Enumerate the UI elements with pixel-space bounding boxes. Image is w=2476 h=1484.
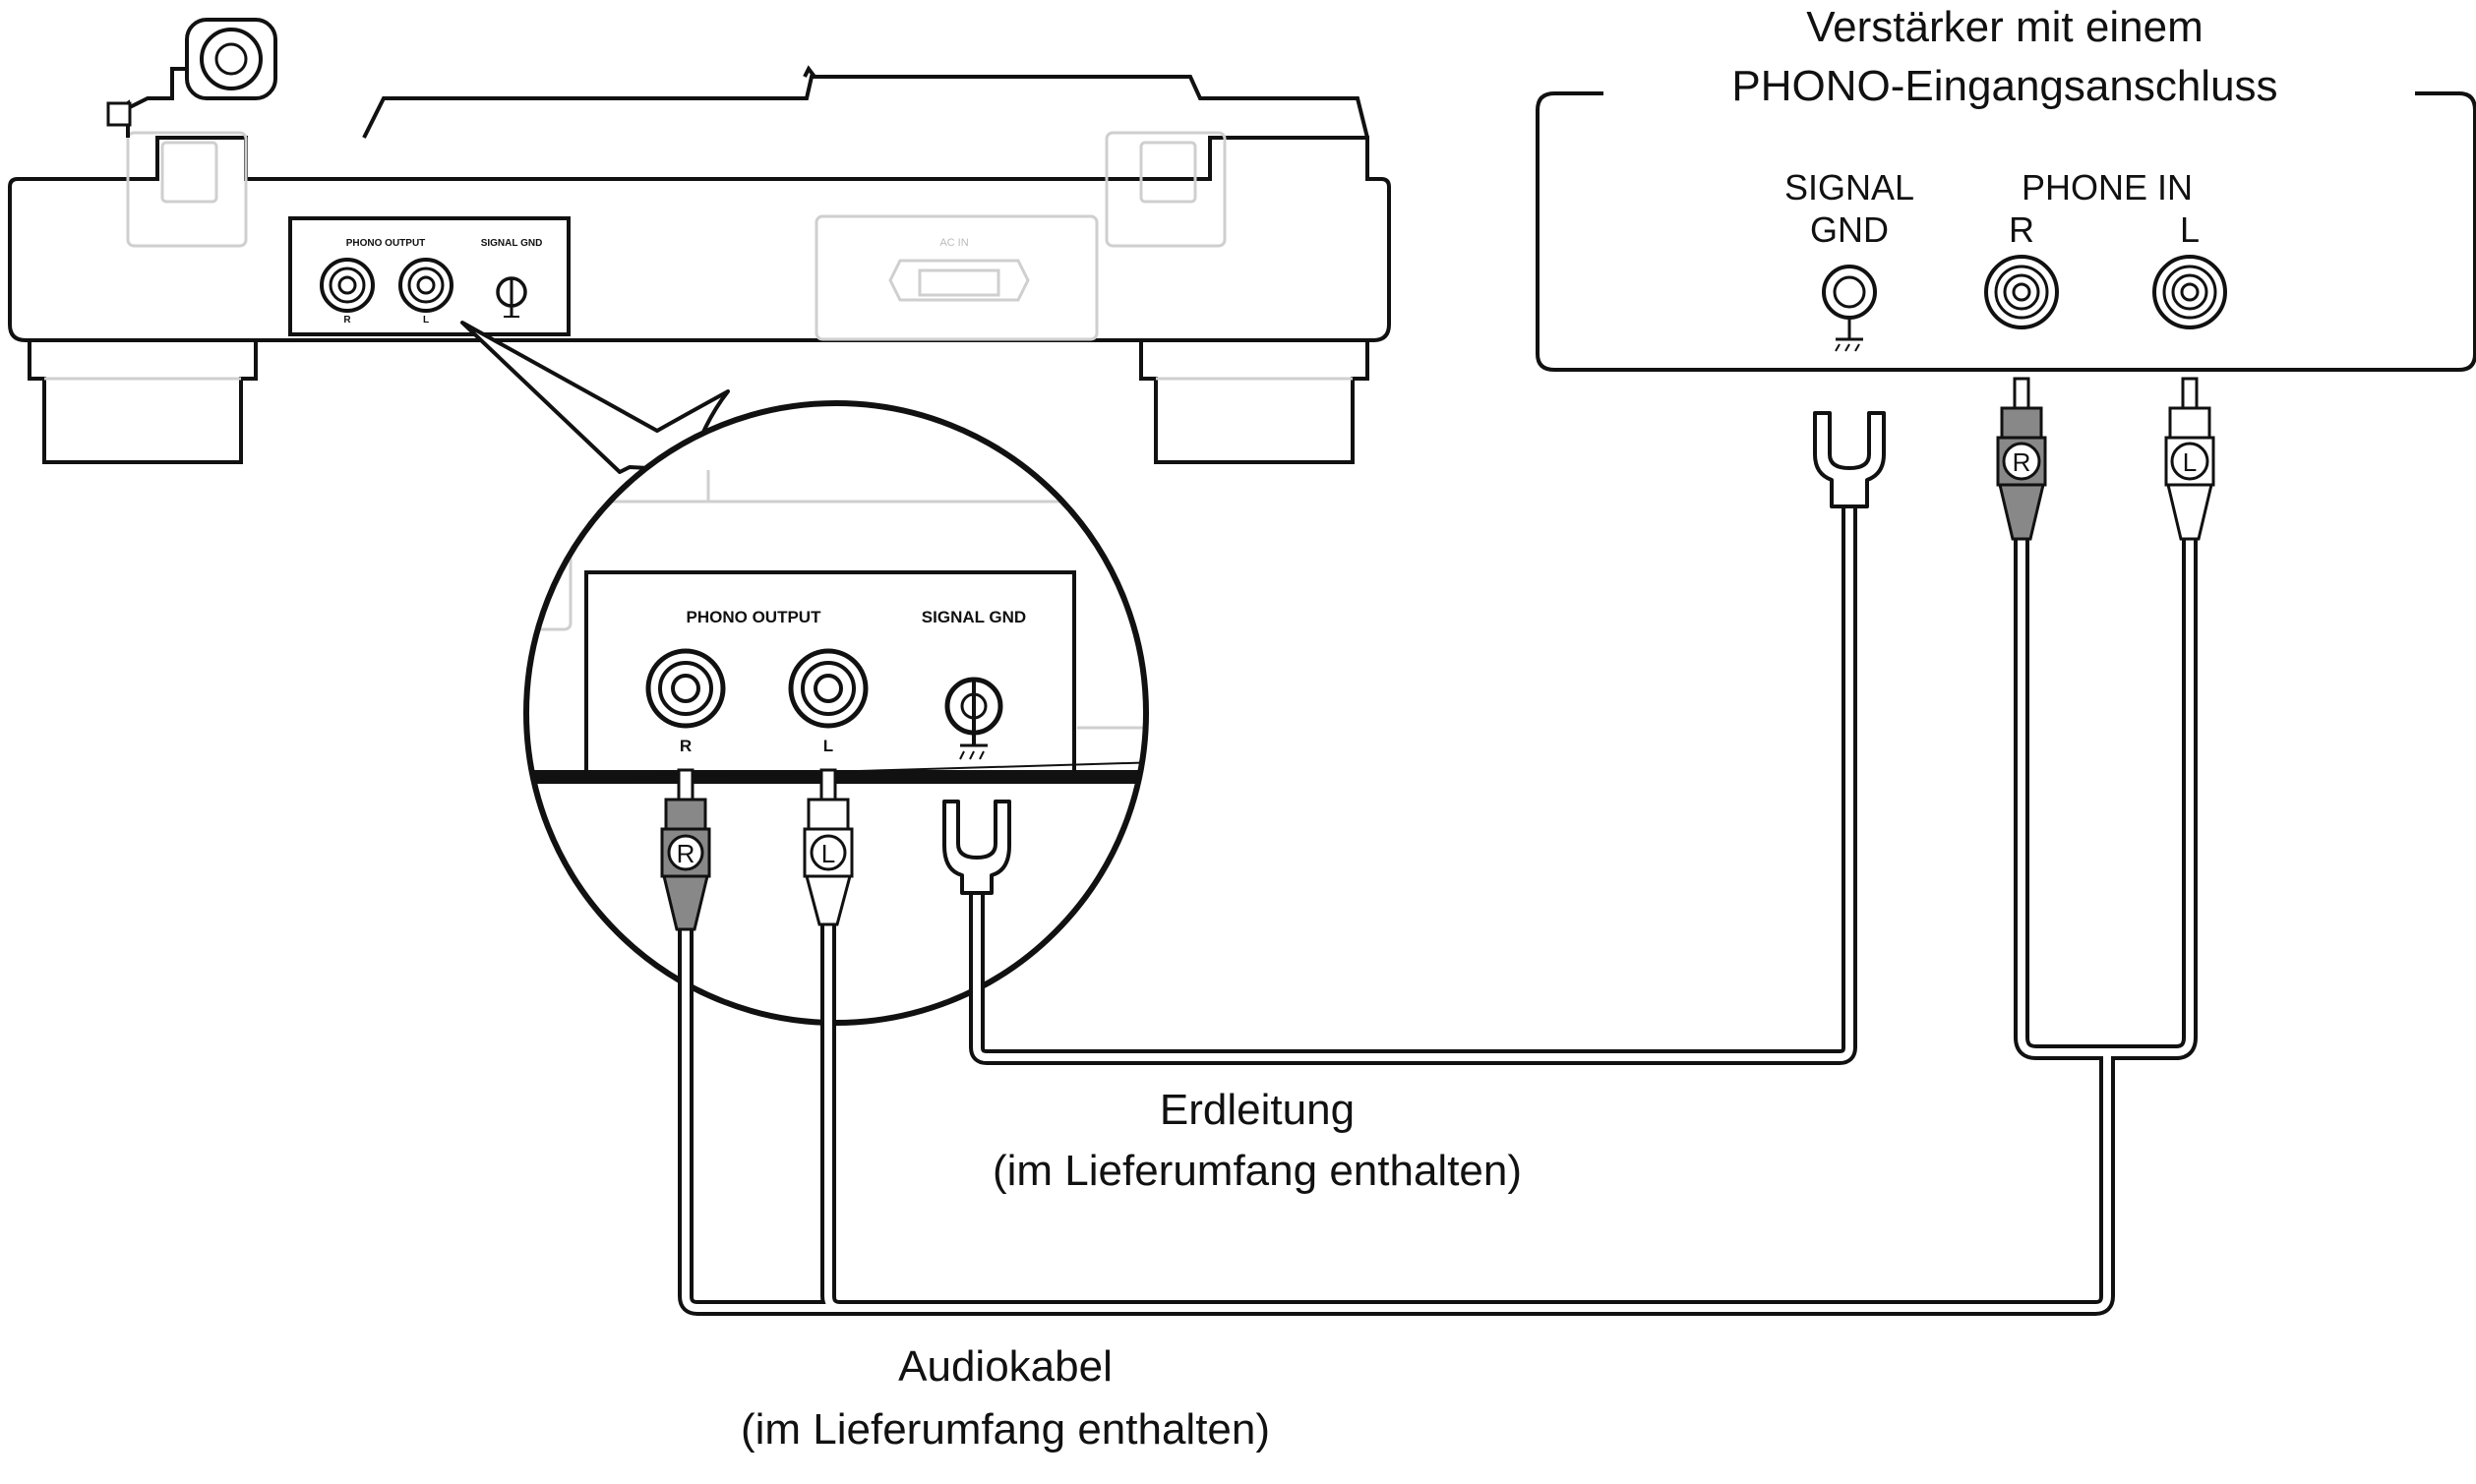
ground-wire (969, 499, 1857, 1065)
ground-wire-label-line1: Erdleitung (1160, 1086, 1355, 1134)
zoom-r-label: R (680, 737, 692, 755)
rca-plug-r-amplifier[interactable]: R (1996, 377, 2047, 541)
amplifier-signal-gnd-line1: SIGNAL (1784, 167, 1914, 208)
zoom-signal-gnd-terminal[interactable] (944, 677, 1003, 760)
audio-cable-label-line1: Audiokabel (898, 1342, 1113, 1391)
plug-l-mark: L (821, 839, 835, 868)
zoom-phono-output-l-jack[interactable] (791, 651, 866, 726)
amplifier-phone-in-label: PHONE IN (2022, 167, 2193, 208)
ground-wire-label-line2: (im Lieferumfang enthalten) (993, 1147, 1522, 1195)
amp-plug-l-mark: L (2183, 447, 2197, 477)
zoom-phono-output-label: PHONO OUTPUT (687, 608, 822, 626)
turntable-rear-view: AC IN PHONO OUTPUT SIGNAL GND R L (8, 18, 1391, 464)
turntable-r-label: R (343, 315, 351, 326)
turntable-signal-gnd-label: SIGNAL GND (481, 238, 543, 249)
amplifier-phone-in-l-jack[interactable] (2152, 255, 2227, 329)
ground-spade-turntable[interactable] (942, 800, 1011, 895)
turntable-signal-gnd-terminal[interactable] (496, 276, 527, 318)
tonearm-icon (106, 18, 277, 138)
amplifier-title-line2: PHONO-Eingangsanschluss (1731, 62, 2277, 110)
rca-plug-r-turntable[interactable]: R (660, 768, 711, 931)
turntable-phono-output-r-jack[interactable] (320, 258, 375, 313)
audio-cable (678, 513, 2198, 1316)
turntable-phono-output-l-jack[interactable] (398, 258, 453, 313)
zoom-phono-output-r-jack[interactable] (648, 651, 723, 726)
amplifier-l-label: L (2180, 209, 2200, 250)
zoom-signal-gnd-label: SIGNAL GND (922, 608, 1026, 626)
turntable-phono-output-label: PHONO OUTPUT (346, 238, 426, 249)
amplifier-r-label: R (2009, 209, 2034, 250)
amplifier: Verstärker mit einem PHONO-Eingangsansch… (1536, 3, 2476, 372)
rca-plug-l-turntable[interactable]: L (803, 768, 854, 926)
rca-plug-l-amplifier[interactable]: L (2164, 377, 2215, 541)
amplifier-signal-gnd-line2: GND (1810, 209, 1889, 250)
ac-in-label: AC IN (939, 237, 968, 249)
amplifier-signal-gnd-terminal[interactable] (1822, 265, 1877, 352)
turntable-l-label: L (423, 315, 429, 326)
amp-plug-r-mark: R (2013, 447, 2031, 477)
amplifier-title-line1: Verstärker mit einem (1806, 3, 2203, 51)
zoom-l-label: L (823, 737, 833, 755)
plug-r-mark: R (677, 839, 695, 868)
ground-spade-amplifier[interactable] (1813, 411, 1886, 508)
audio-cable-label-line2: (im Lieferumfang enthalten) (741, 1405, 1270, 1454)
amplifier-phone-in-r-jack[interactable] (1984, 255, 2059, 329)
